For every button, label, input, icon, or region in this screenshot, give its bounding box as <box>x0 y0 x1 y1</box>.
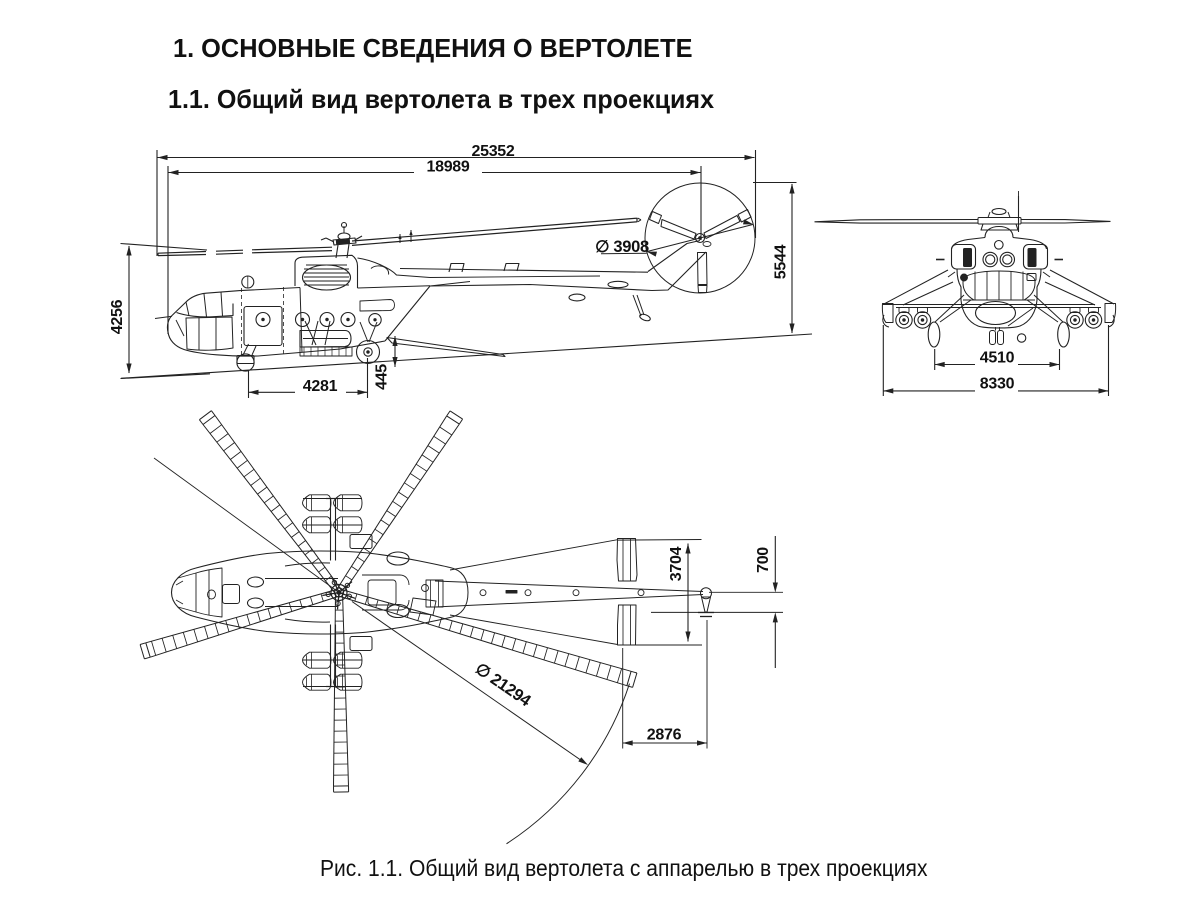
svg-text:3704: 3704 <box>668 546 685 581</box>
svg-text:∅ 21294: ∅ 21294 <box>472 660 535 711</box>
svg-text:4256: 4256 <box>109 299 126 334</box>
svg-text:18989: 18989 <box>427 159 470 176</box>
svg-text:445: 445 <box>374 364 391 390</box>
svg-text:4510: 4510 <box>980 350 1015 367</box>
svg-text:4281: 4281 <box>303 378 338 395</box>
svg-text:25352: 25352 <box>472 143 515 160</box>
svg-text:2876: 2876 <box>647 727 682 744</box>
svg-text:∅ 3908: ∅ 3908 <box>595 238 649 256</box>
svg-text:5544: 5544 <box>773 244 790 279</box>
svg-text:700: 700 <box>755 547 772 573</box>
svg-text:8330: 8330 <box>980 376 1015 393</box>
